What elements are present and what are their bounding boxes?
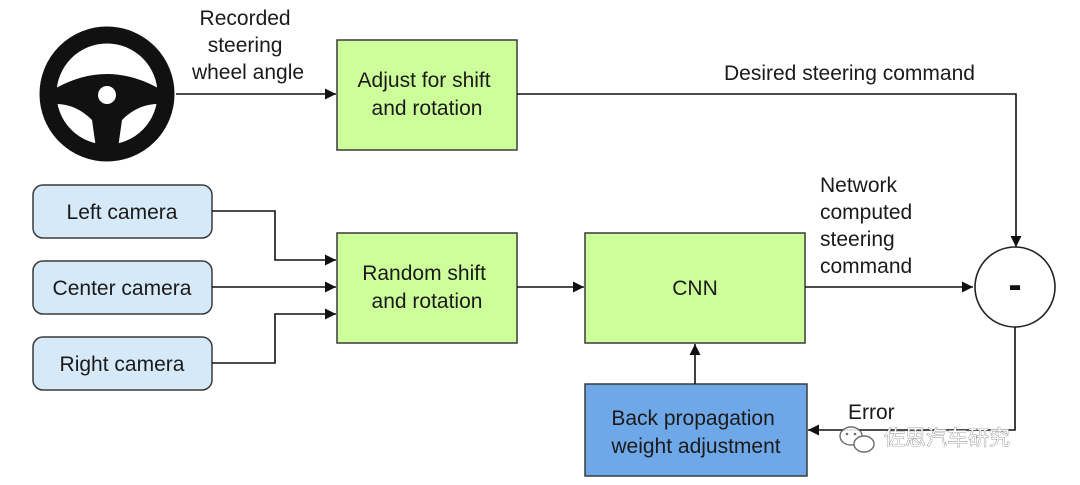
adjust-box bbox=[336, 39, 518, 151]
desired-to-subtractor-wire bbox=[517, 93, 1022, 247]
right-camera-arrow bbox=[212, 308, 336, 364]
left-camera-arrow bbox=[212, 210, 336, 266]
network-command-label: Network computed steering command bbox=[820, 174, 918, 278]
backprop-label: Back propagation weight adjustment bbox=[610, 407, 780, 458]
center-camera-label: Center camera bbox=[53, 277, 192, 300]
error-label: Error bbox=[848, 401, 895, 424]
recorded-angle-label: Recorded steering wheel angle bbox=[191, 7, 304, 84]
left-camera-label: Left camera bbox=[67, 201, 178, 224]
minus-sign: - bbox=[1008, 263, 1021, 307]
steering-wheel-icon bbox=[39, 26, 175, 162]
error-wire bbox=[808, 327, 1016, 436]
cnn-label: CNN bbox=[672, 277, 718, 300]
adjust-label: Adjust for shift and rotation bbox=[358, 69, 497, 120]
random-shift-box bbox=[336, 232, 518, 344]
watermark-text: 佐思汽车研究 bbox=[884, 426, 1010, 450]
wechat-icon bbox=[839, 426, 875, 453]
desired-command-label: Desired steering command bbox=[724, 62, 975, 85]
cnn-box bbox=[584, 232, 806, 344]
backprop-box bbox=[584, 383, 808, 477]
right-camera-label: Right camera bbox=[60, 353, 185, 376]
random-shift-label: Random shift and rotation bbox=[362, 262, 492, 313]
